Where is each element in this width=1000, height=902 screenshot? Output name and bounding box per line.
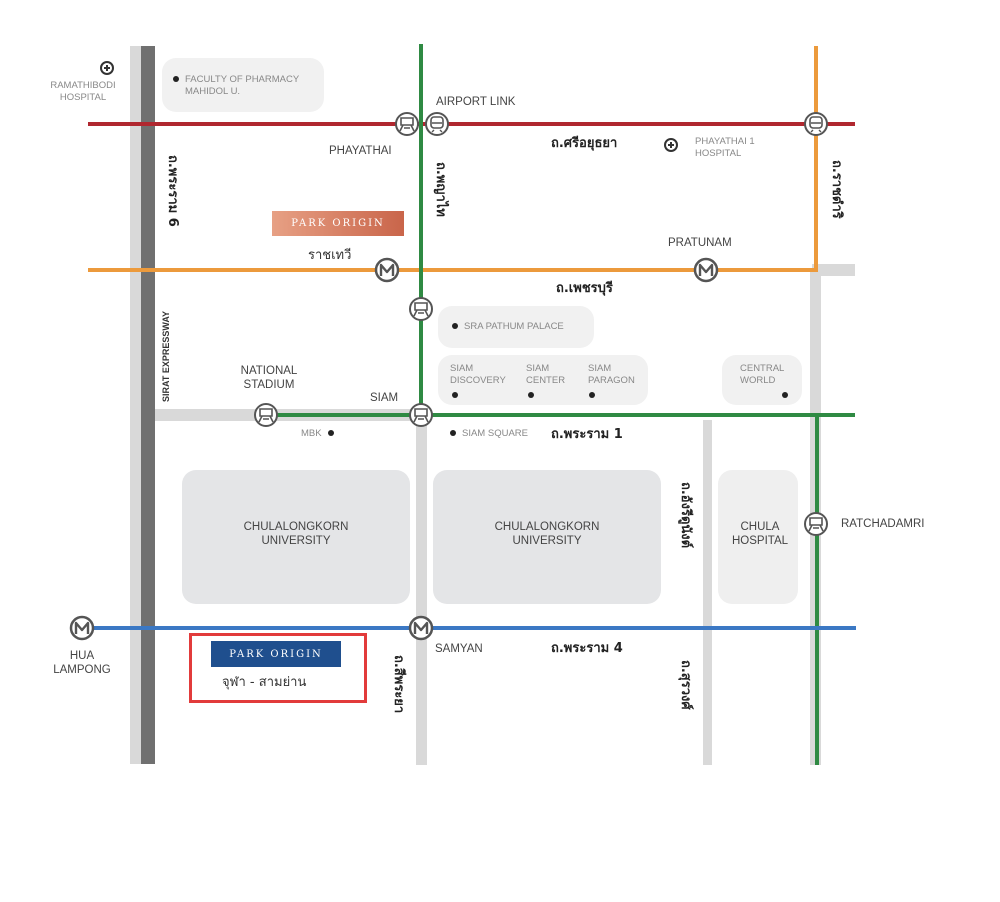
samyan-station-label: SAMYAN [435, 643, 483, 655]
siam-discovery-dot [452, 392, 458, 398]
mrt-samyan-m-icon [408, 615, 434, 641]
pharmacy-label: FACULTY OF PHARMACY MAHIDOL U. [173, 74, 299, 98]
hospital-icon [100, 61, 114, 75]
phayathai-station-label: PHAYATHAI [329, 145, 392, 157]
siam-station-label: SIAM [370, 392, 399, 404]
road-si-ayutthaya-label: ถ.ศรีอยุธยา [551, 136, 618, 151]
sirat-expressway-label: SIRAT EXPRESSWAY [161, 310, 171, 402]
location-dot [173, 76, 179, 83]
mrt-ratchathewi-m-icon [374, 257, 400, 283]
bts-national-stadium-icon [254, 403, 278, 427]
siam-paragon-dot [589, 392, 595, 398]
bts-station-icon [395, 112, 419, 136]
pharmacy-area [162, 58, 324, 112]
siam-malls-area [438, 355, 648, 405]
ratchadamri-station-label: RATCHADAMRI [841, 518, 925, 530]
road-rama6-label: ถ.พระราม 6 [165, 155, 180, 227]
sra-pathum-palace-label: SRA PATHUM PALACE [452, 321, 564, 333]
bts-siam-icon [409, 403, 433, 427]
siam-square-label: SIAM SQUARE [450, 428, 528, 440]
station-markers [69, 112, 828, 641]
chula-university-block-1 [182, 470, 410, 604]
highlight-box [189, 633, 367, 703]
airport-link-ratchaprarop-icon [804, 112, 828, 136]
location-dot [450, 430, 456, 437]
road-phayathai-south [416, 405, 427, 765]
road-rama4-label: ถ.พระราม 4 [551, 641, 623, 656]
project-location-ratchathewi: ราชเทวี [308, 248, 352, 263]
road-west-edge [130, 46, 144, 764]
sra-pathum-area [438, 306, 594, 348]
central-world-dot [782, 392, 788, 398]
road-ratchadamri-label: ถ.ราชดำริ [829, 160, 844, 219]
road-phayathai-label: ถ.พญาไท [433, 162, 448, 217]
project-location-chula-samyan: จุฬา - สามย่าน [222, 675, 307, 690]
pratunam-station-label: PRATUNAM [668, 237, 732, 249]
location-dot [452, 323, 458, 330]
sirat-expressway [141, 46, 155, 764]
bts-ratchadamri-icon [804, 512, 828, 536]
mbk-label: MBK [301, 428, 334, 440]
siam-center-dot [528, 392, 534, 398]
location-dot [327, 430, 334, 437]
mrt-hua-lampong-m-icon [69, 615, 95, 641]
road-si-phraya-label: ถ.สีพระยา [391, 655, 406, 714]
road-phetchaburi-label: ถ.เพชรบุรี [556, 281, 613, 296]
bts-ratchathewi-icon [409, 297, 433, 321]
hospital-icon [664, 138, 678, 152]
road-henri-dunant-label: ถ.อังรีดูนังต์ [678, 482, 693, 549]
chula-university-block-2 [433, 470, 661, 604]
airport-link-train-icon [425, 112, 449, 136]
road-surawong-label: ถ.สุรวงศ์ [678, 660, 693, 710]
park-origin-chula-samyan-logo: PARK ORIGIN [211, 641, 341, 667]
airport-link-label: AIRPORT LINK [436, 96, 516, 108]
road-phetchaburi-east [812, 264, 855, 276]
park-origin-ratchathewi-logo: PARK ORIGIN [272, 211, 404, 236]
road-henri-dunant [703, 420, 712, 765]
road-rama1-label: ถ.พระราม 1 [551, 427, 623, 442]
mrt-pratunam-m-icon [693, 257, 719, 283]
area-blocks [162, 58, 802, 604]
chula-hospital-block [718, 470, 798, 604]
